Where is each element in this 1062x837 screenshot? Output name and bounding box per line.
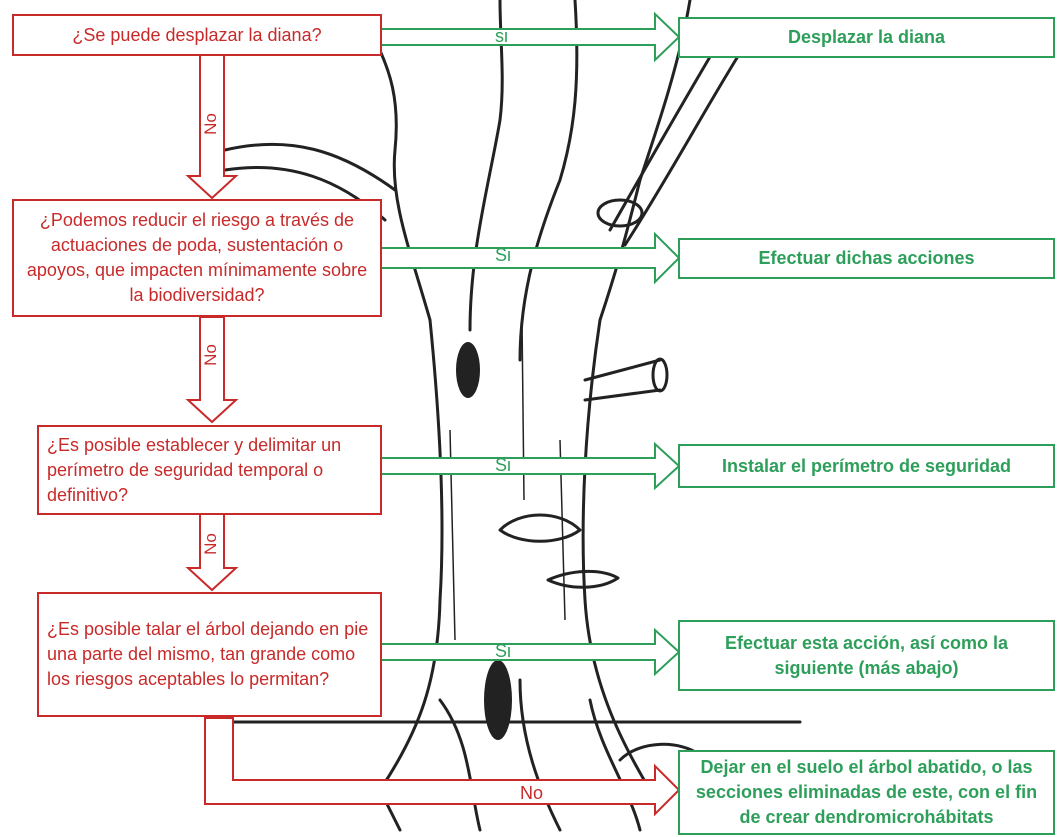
question-4-box: ¿Es posible talar el árbol dejando en pi… [37,592,382,717]
yes-label-3: Si [495,455,511,476]
action-5-text: Dejar en el suelo el árbol abatido, o la… [688,755,1045,830]
no-label-1: No [201,113,221,135]
action-1-box: Desplazar la diana [678,17,1055,58]
question-2-box: ¿Podemos reducir el riesgo a través de a… [12,199,382,317]
question-1-text: ¿Se puede desplazar la diana? [72,23,321,48]
question-3-text: ¿Es posible establecer y delimitar un pe… [47,433,372,508]
action-3-text: Instalar el perímetro de seguridad [722,454,1011,479]
action-2-text: Efectuar dichas acciones [758,246,974,271]
action-1-text: Desplazar la diana [788,25,945,50]
action-4-text: Efectuar esta acción, así como la siguie… [688,631,1045,681]
action-4-box: Efectuar esta acción, así como la siguie… [678,620,1055,691]
yes-label-2: Si [495,245,511,266]
action-3-box: Instalar el perímetro de seguridad [678,444,1055,488]
no-label-2: No [201,344,221,366]
action-5-box: Dejar en el suelo el árbol abatido, o la… [678,750,1055,835]
no-label-3: No [201,533,221,555]
yes-label-1: si [495,26,508,47]
action-2-box: Efectuar dichas acciones [678,238,1055,279]
question-1-box: ¿Se puede desplazar la diana? [12,14,382,56]
no-label-4: No [520,783,543,804]
yes-label-4: Si [495,641,511,662]
question-4-text: ¿Es posible talar el árbol dejando en pi… [47,617,372,692]
question-3-box: ¿Es posible establecer y delimitar un pe… [37,425,382,515]
question-2-text: ¿Podemos reducir el riesgo a través de a… [22,208,372,308]
